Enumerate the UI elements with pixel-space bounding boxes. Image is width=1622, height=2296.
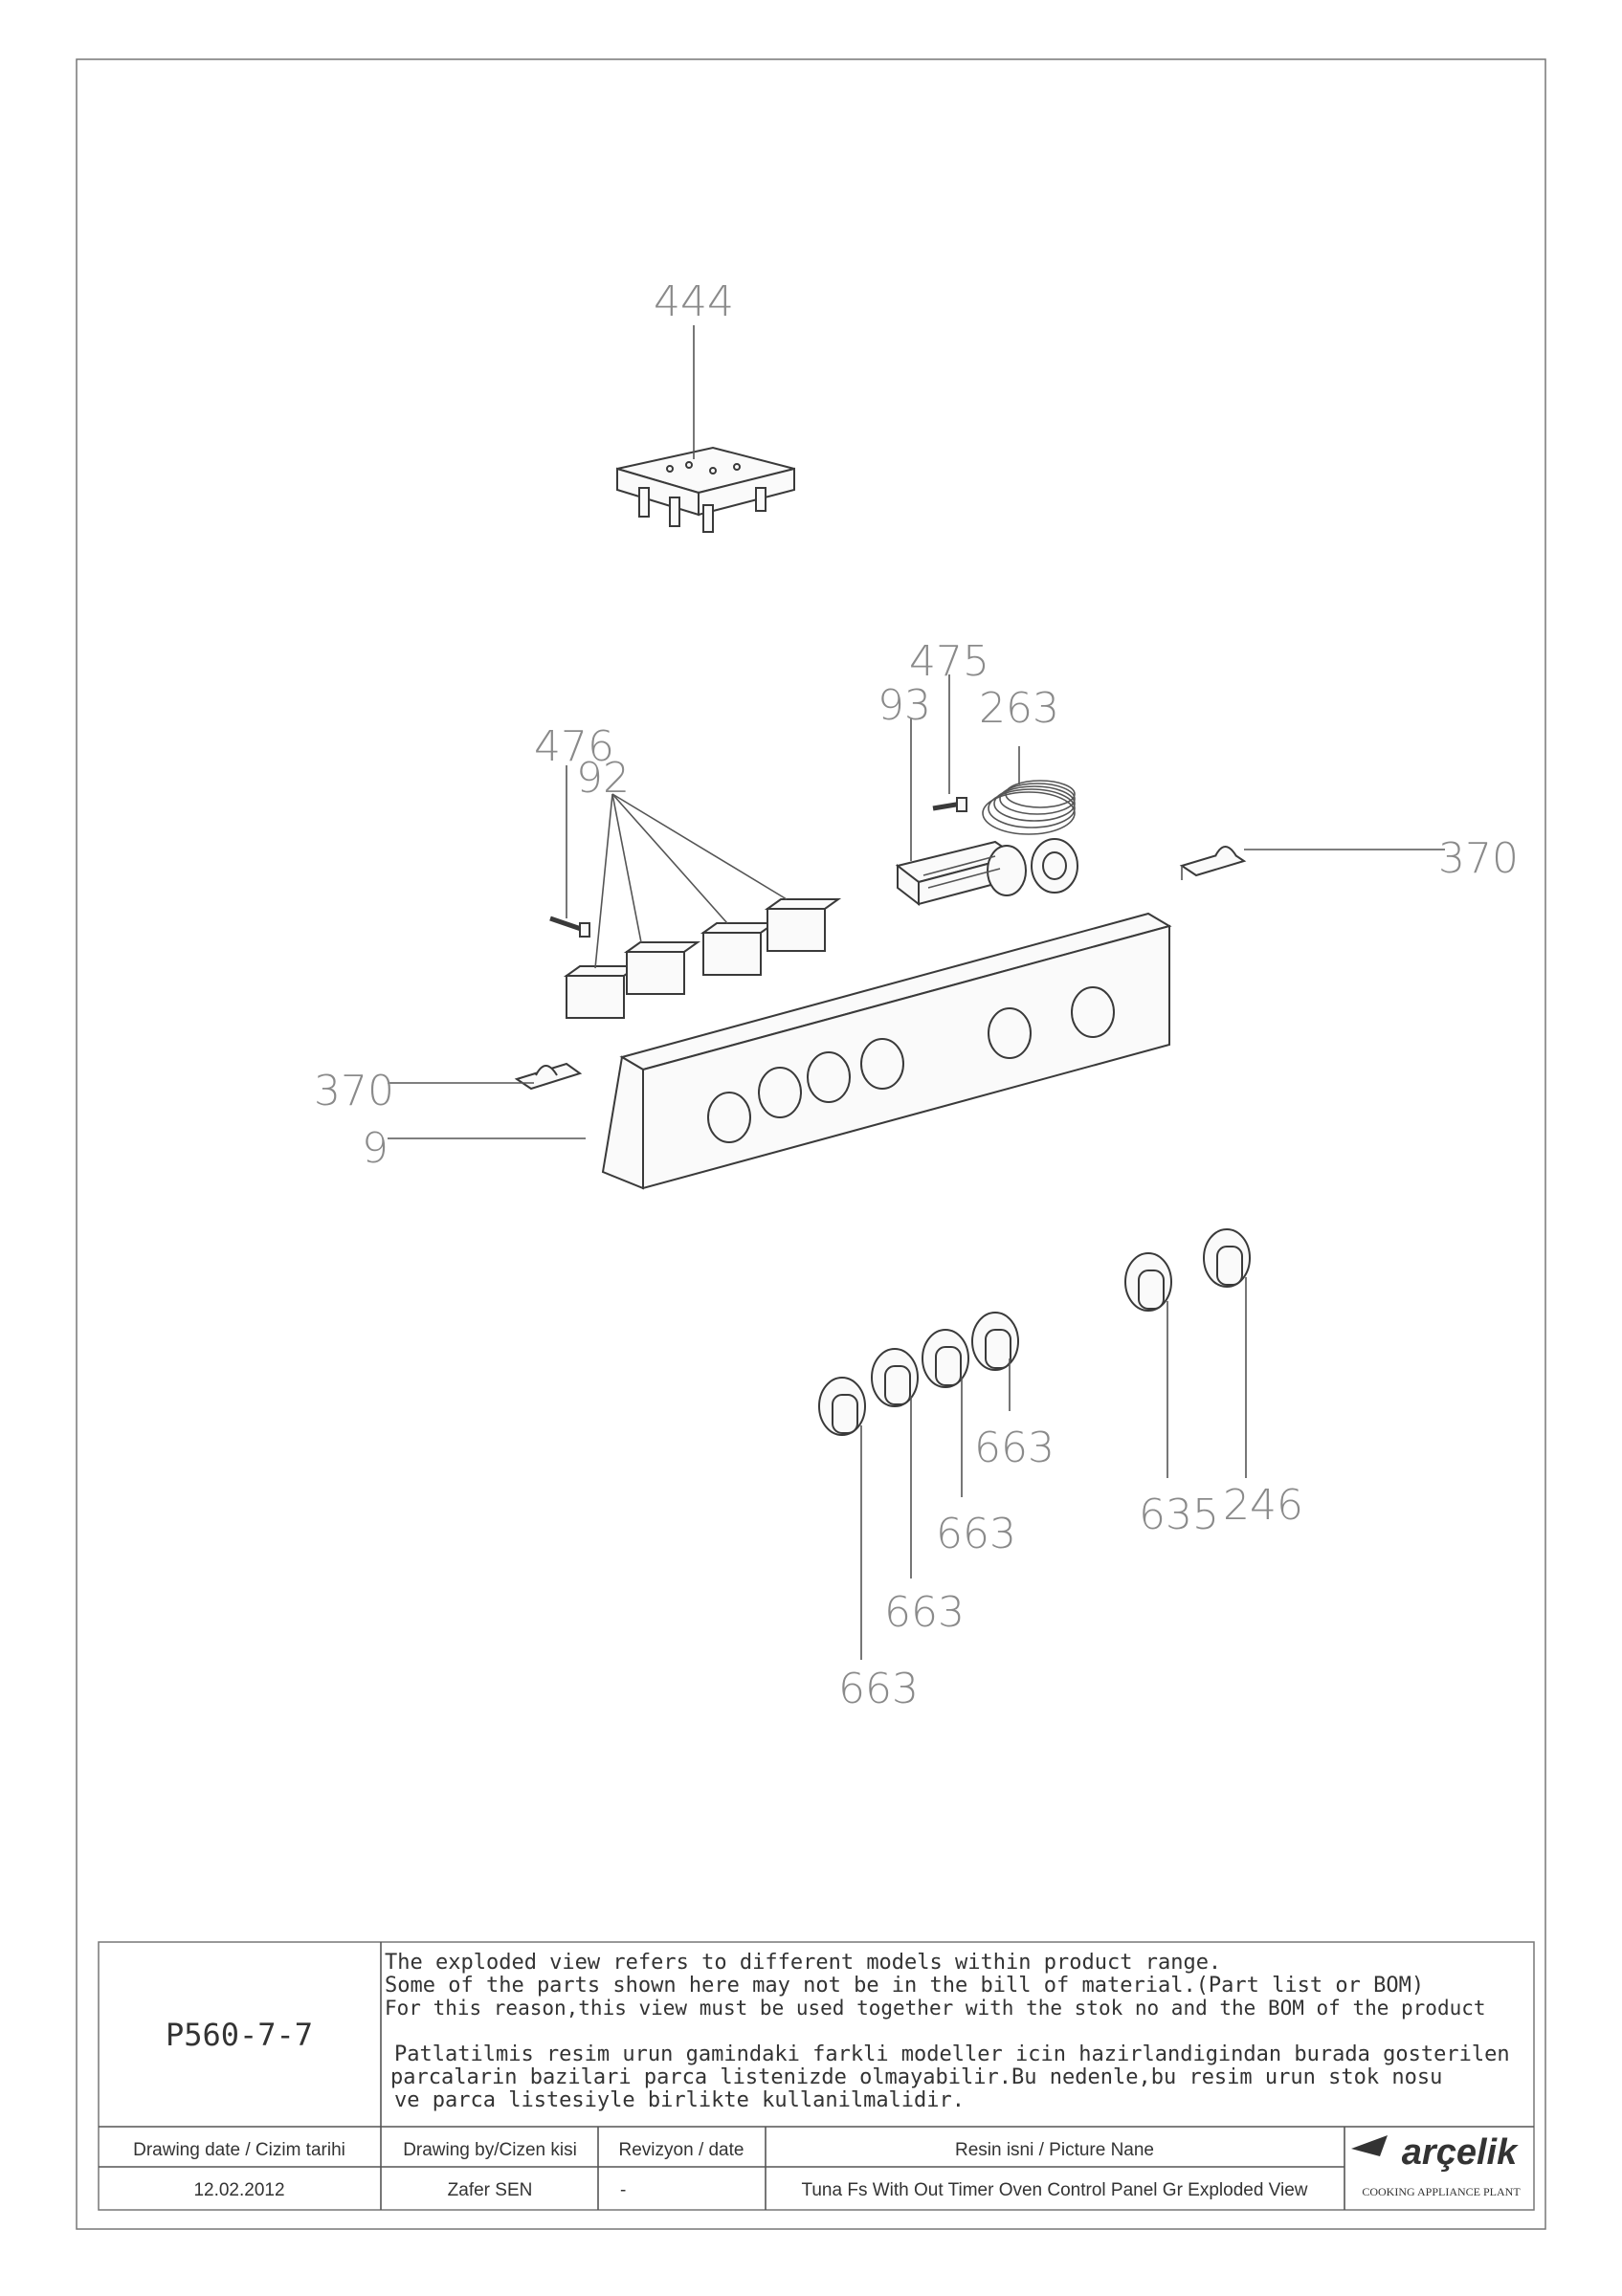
picture-name-label: Resin isni / Picture Nane <box>955 2140 1154 2160</box>
date-label: Drawing date / Cizim tarihi <box>133 2140 345 2160</box>
note-tr-3: ve parca listesiyle birlikte kullanilmal… <box>394 2088 965 2112</box>
callout-663-b: 663 <box>884 1588 965 1637</box>
knob-635 <box>1124 1252 1172 1312</box>
callout-263: 263 <box>979 684 1059 733</box>
part-370-left-bracket <box>514 1062 583 1091</box>
knob-663-d <box>971 1312 1019 1371</box>
part-476-screw <box>549 916 590 938</box>
callout-635: 635 <box>1139 1490 1219 1539</box>
part-475-screw <box>932 797 967 812</box>
leader-92-c <box>611 793 728 924</box>
drawing-number: P560-7-7 <box>166 2017 313 2053</box>
callout-444: 444 <box>654 277 734 326</box>
callout-9: 9 <box>362 1124 389 1173</box>
leader-92-a <box>594 793 613 969</box>
callout-663-a: 663 <box>838 1665 919 1713</box>
leader-92-b <box>611 793 642 943</box>
brand-swoosh-icon <box>1351 2135 1388 2156</box>
revision-label: Revizyon / date <box>619 2140 744 2160</box>
note-en-1: The exploded view refers to different mo… <box>385 1951 1221 1975</box>
picture-name-value: Tuna Fs With Out Timer Oven Control Pane… <box>801 2180 1307 2200</box>
knob-663-b <box>871 1348 919 1407</box>
leader-92-d <box>611 793 788 900</box>
callout-246: 246 <box>1223 1481 1303 1530</box>
callout-663-c: 663 <box>936 1510 1016 1558</box>
part-370-right-bracket <box>1179 846 1247 880</box>
callout-92: 92 <box>576 754 630 803</box>
knob-246 <box>1203 1228 1251 1288</box>
panel-knob-holes <box>707 986 1115 1143</box>
revision-value: - <box>620 2180 626 2200</box>
brand-name: arçelik <box>1402 2132 1519 2173</box>
knob-663-a <box>818 1377 866 1436</box>
brand-logo: arçelik COOKING APPLIANCE PLANT <box>1351 2132 1521 2198</box>
part-263-thermostat <box>982 780 1078 894</box>
callout-476: 476 <box>534 722 614 771</box>
callout-663-d: 663 <box>974 1424 1055 1472</box>
part-9-control-panel <box>601 912 1172 1190</box>
note-en-3: For this reason,this view must be used t… <box>385 1997 1486 2020</box>
callout-370-left: 370 <box>314 1067 394 1115</box>
plant-name: COOKING APPLIANCE PLANT <box>1362 2185 1521 2198</box>
drawn-by-label: Drawing by/Cizen kisi <box>403 2140 577 2160</box>
part-93-selector-switch <box>895 840 1027 907</box>
note-tr-2: parcalarin bazilari parca listenizde olm… <box>390 2065 1442 2089</box>
drawn-by-value: Zafer SEN <box>448 2180 533 2200</box>
part-444-bracket <box>616 446 795 533</box>
knob-663-c <box>922 1329 969 1388</box>
callout-370-right: 370 <box>1438 834 1519 883</box>
sheet-border <box>76 58 1546 2230</box>
note-en-2: Some of the parts shown here may not be … <box>385 1974 1424 1998</box>
title-block: P560-7-7 The exploded view refers to dif… <box>98 1941 1535 2211</box>
note-tr-1: Patlatilmis resim urun gamindaki farkli … <box>394 2042 1510 2066</box>
callout-475: 475 <box>909 637 989 686</box>
callout-93: 93 <box>878 681 931 730</box>
part-92-terminal-blocks <box>563 898 842 1019</box>
date-value: 12.02.2012 <box>193 2180 284 2200</box>
